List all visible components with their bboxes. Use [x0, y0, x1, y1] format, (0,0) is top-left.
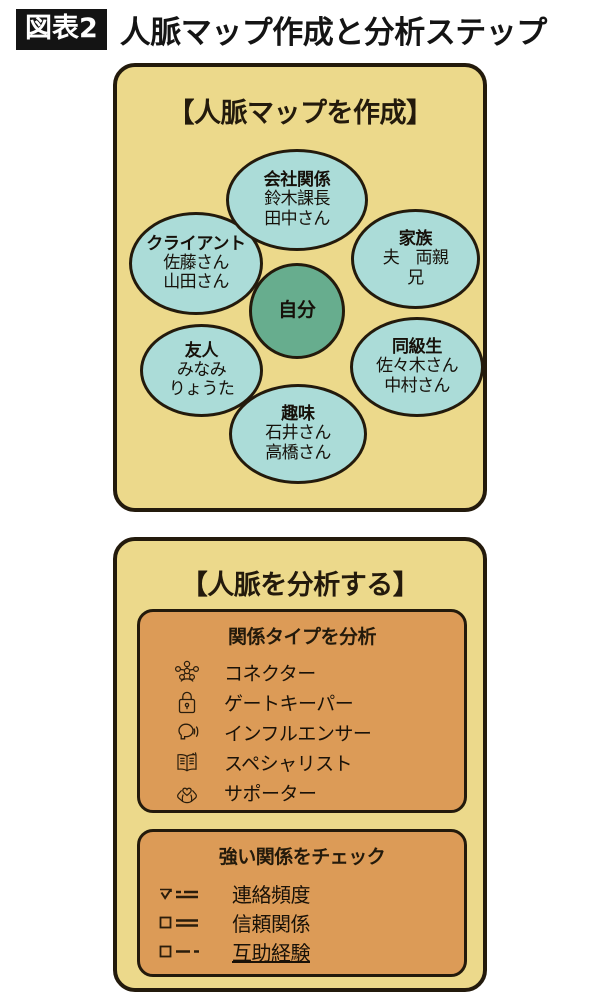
type-row-gatekeeper: ゲートキーパー: [172, 687, 464, 717]
network-icon: [172, 659, 202, 685]
strong-relationships-list: 連絡頻度 信頼関係: [158, 879, 464, 966]
bubble-classmates: 同級生 佐々木さん 中村さん: [350, 317, 484, 417]
strong-relationships-title: 強い関係をチェック: [218, 846, 386, 868]
bubble-hobby: 趣味 石井さん 高橋さん: [229, 384, 367, 484]
check-row-mutual-aid: 互助経験: [158, 937, 464, 966]
bubble-hobby-line-1: 石井さん: [265, 423, 331, 444]
bubble-friend-line-1: みなみ: [176, 359, 227, 380]
relationship-types-list: コネクター ゲートキーパー: [172, 657, 464, 807]
strong-relationships-panel: 強い関係をチェック 連絡頻度: [137, 829, 467, 977]
bubble-hobby-line-2: 高橋さん: [265, 442, 331, 463]
bubble-friend-title: 友人: [184, 340, 219, 361]
bubble-family-line-1: 夫 両親: [382, 248, 449, 269]
check-row-trust: 信頼関係: [158, 908, 464, 937]
check-row-contact-frequency: 連絡頻度: [158, 879, 464, 908]
lock-icon: [172, 689, 202, 715]
bubble-client-title: クライアント: [146, 233, 246, 254]
type-row-influencer: インフルエンサー: [172, 717, 464, 747]
type-row-specialist: スペシャリスト: [172, 747, 464, 777]
page-header: 図表2 人脈マップ作成と分析ステップ: [0, 0, 600, 58]
analyze-card-title: 【人脈を分析する】: [180, 570, 420, 601]
checked-box-icon[interactable]: [158, 883, 218, 905]
type-label-influencer: インフルエンサー: [224, 722, 372, 745]
relationship-types-title: 関係タイプを分析: [227, 626, 377, 648]
open-book-icon: [172, 749, 202, 775]
bubble-client-line-2: 山田さん: [163, 272, 229, 293]
bubble-hobby-title: 趣味: [281, 404, 315, 425]
check-label-trust: 信頼関係: [232, 912, 311, 936]
type-label-gatekeeper: ゲートキーパー: [224, 692, 354, 715]
hands-heart-icon: [172, 779, 202, 805]
bubble-friend: 友人 みなみ りょうた: [140, 324, 263, 417]
empty-box-icon[interactable]: [158, 912, 218, 934]
check-label-contact-frequency: 連絡頻度: [232, 883, 311, 907]
bubble-family-line-2: 兄: [407, 267, 424, 288]
speaking-head-icon: [172, 719, 202, 745]
bubble-family-title: 家族: [398, 229, 433, 250]
type-label-connector: コネクター: [224, 662, 316, 685]
type-row-supporter: サポーター: [172, 777, 464, 807]
bubble-self-title: 自分: [278, 299, 316, 322]
analyze-card: 【人脈を分析する】 関係タイプを分析 コネクター: [113, 537, 487, 992]
bubble-company-line-2: 田中さん: [264, 208, 330, 229]
bubble-client-line-1: 佐藤さん: [163, 252, 229, 273]
type-row-connector: コネクター: [172, 657, 464, 687]
relationship-types-panel: 関係タイプを分析 コネクター: [137, 609, 467, 813]
type-label-specialist: スペシャリスト: [224, 752, 353, 775]
bubble-family: 家族 夫 両親 兄: [351, 209, 480, 309]
bubble-self: 自分: [249, 263, 345, 359]
type-label-supporter: サポーター: [224, 782, 317, 805]
bubble-classmates-line-1: 佐々木さん: [376, 356, 459, 377]
check-label-mutual-aid: 互助経験: [232, 941, 311, 965]
people-map-card: 【人脈マップを作成】 会社関係 鈴木課長 田中さん クライアント 佐藤さん 山田…: [113, 63, 487, 512]
figure-badge: 図表2: [16, 8, 107, 50]
bubble-company-line-1: 鈴木課長: [264, 189, 330, 210]
bubble-classmates-title: 同級生: [391, 337, 443, 358]
empty-box-icon-2[interactable]: [158, 941, 218, 963]
bubble-classmates-line-2: 中村さん: [384, 375, 450, 396]
bubble-friend-line-2: りょうた: [168, 379, 235, 400]
people-map-card-title: 【人脈マップを作成】: [167, 98, 434, 129]
people-map-diagram: 会社関係 鈴木課長 田中さん クライアント 佐藤さん 山田さん 家族 夫 両親 …: [117, 141, 484, 511]
bubble-company: 会社関係 鈴木課長 田中さん: [226, 149, 368, 251]
page-title: 人脈マップ作成と分析ステップ: [119, 14, 548, 51]
bubble-company-title: 会社関係: [263, 170, 331, 191]
